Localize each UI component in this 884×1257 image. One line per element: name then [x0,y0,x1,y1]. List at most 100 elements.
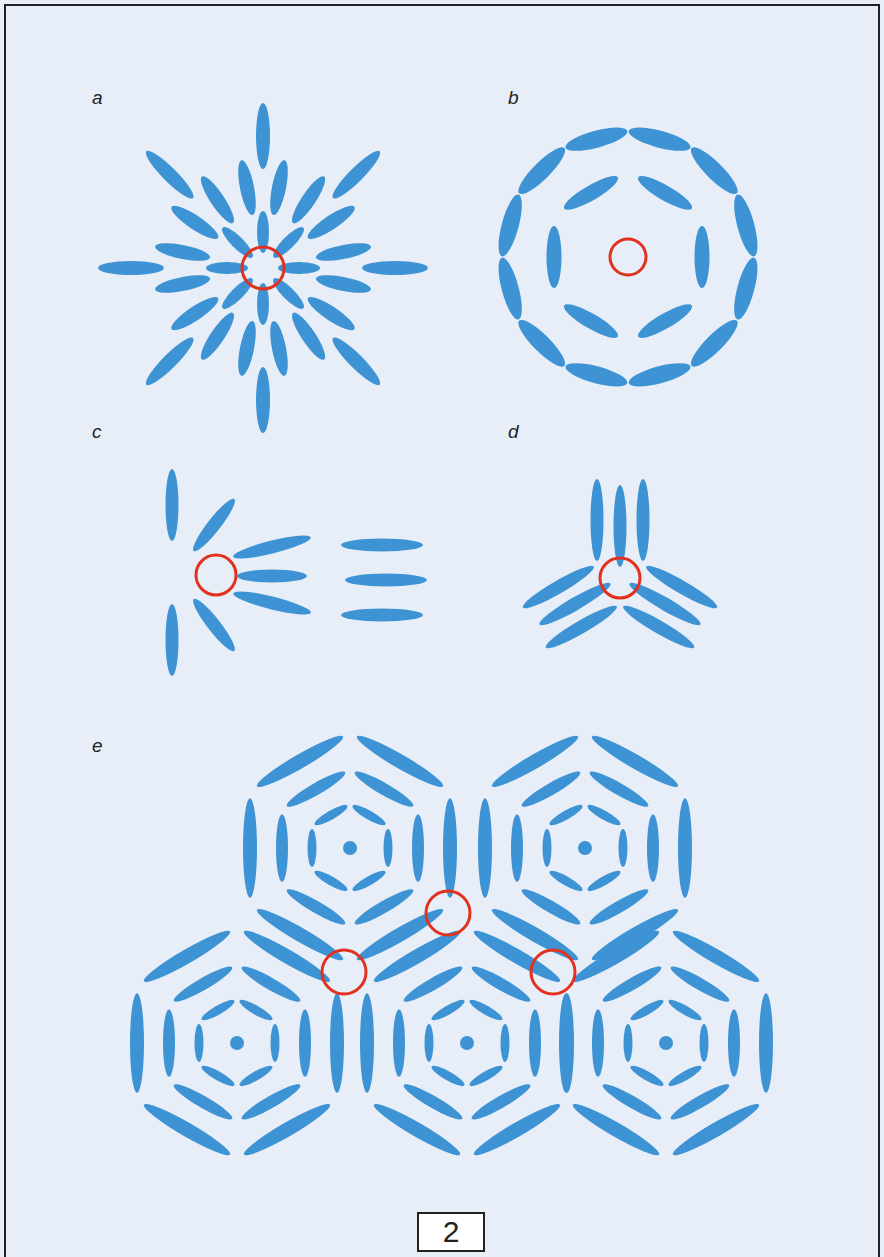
director-ellipse [171,1080,236,1124]
director-ellipse [443,798,457,897]
core-dot [659,1036,673,1050]
director-ellipse [256,103,270,169]
director-ellipse [267,320,292,378]
director-ellipse [467,1063,504,1090]
core-dot [460,1036,474,1050]
director-ellipse [330,993,344,1092]
core-dot [230,1036,244,1050]
director-ellipse [352,767,417,811]
director-ellipse [218,274,256,312]
defect-markers [196,239,646,994]
director-ellipse [547,868,584,895]
director-ellipse [585,868,622,895]
director-ellipse [501,1024,510,1062]
director-ellipse [287,173,330,227]
director-ellipse [543,829,552,867]
director-ellipse [729,255,762,321]
director-ellipse [494,192,527,258]
director-ellipse [628,1063,665,1090]
defect-circle [531,950,575,994]
director-ellipse [239,962,304,1006]
director-ellipse [308,829,317,867]
director-ellipse [686,315,743,372]
director-ellipse [341,539,423,552]
director-ellipse [232,587,313,619]
defect-circle [242,247,284,289]
director-ellipse [168,201,222,244]
core-dot [343,841,357,855]
director-ellipse [619,829,628,867]
director-ellipse [547,226,562,288]
director-ellipse [141,146,198,203]
panel-letter: c [92,422,102,441]
director-ellipse [299,1009,311,1077]
director-ellipse [154,272,212,297]
core-dot [578,841,592,855]
director-ellipse [467,997,504,1024]
director-ellipse [620,601,698,653]
director-ellipse [728,1009,740,1077]
director-ellipse [429,1063,466,1090]
director-ellipse [469,1080,534,1124]
director-ellipse [547,802,584,829]
director-ellipse [218,223,256,261]
director-ellipse [560,993,574,1092]
director-ellipse [232,531,313,563]
director-ellipse [591,479,604,561]
director-ellipse [312,868,349,895]
director-ellipse [393,1009,405,1077]
panel-letter: a [92,88,103,107]
director-ellipse [284,885,349,929]
director-ellipse [269,223,307,261]
director-ellipse [634,299,695,343]
director-ellipse [243,798,257,897]
director-ellipse [425,1024,434,1062]
director-ellipse [614,485,627,567]
director-ellipse [130,993,144,1092]
director-ellipse [429,997,466,1024]
director-ellipse [643,561,721,613]
director-ellipse [237,1063,274,1090]
director-ellipse [513,315,570,372]
director-ellipse [237,997,274,1024]
director-ellipse [315,272,373,297]
director-ellipse [98,261,164,275]
director-ellipse [626,123,692,156]
director-ellipse [637,479,650,561]
director-ellipse [199,997,236,1024]
frame [5,5,879,1257]
director-ellipse [304,292,358,335]
director-ellipse [592,1009,604,1077]
director-ellipse [628,997,665,1024]
director-ellipse [328,333,385,390]
director-ellipse [304,201,358,244]
director-ellipse [166,469,179,541]
director-ellipse [195,1024,204,1062]
director-ellipse [352,885,417,929]
director-ellipse [729,192,762,258]
director-ellipse [511,814,523,882]
defect-circle [600,558,640,598]
director-ellipse [668,1080,733,1124]
director-ellipse [412,814,424,882]
director-ellipse [624,1024,633,1062]
director-ellipse [345,574,427,587]
director-ellipse [350,868,387,895]
director-ellipse [563,358,629,391]
director-ellipse [600,1080,665,1124]
director-ellipse [478,798,492,897]
director-ellipse [276,814,288,882]
director-ellipse [401,1080,466,1124]
director-ellipse [759,993,773,1092]
director-ellipse [284,767,349,811]
director-ellipse [168,292,222,335]
director-ellipse [700,1024,709,1062]
director-ellipse [520,561,598,613]
director-ellipse [563,123,629,156]
director-ellipse [559,993,573,1092]
director-ellipse [312,802,349,829]
panel-letter: d [508,422,519,441]
director-ellipse [560,299,621,343]
director-ellipse [166,604,179,676]
